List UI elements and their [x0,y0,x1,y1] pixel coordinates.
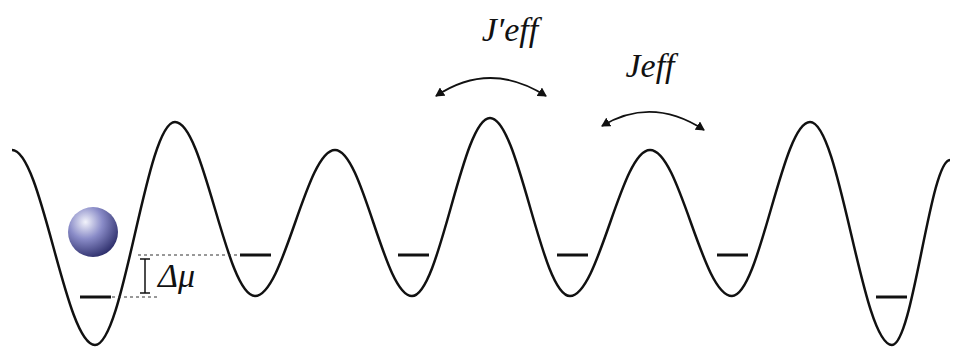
energy-levels [80,255,907,297]
guide-lines [112,255,238,297]
delta-bracket [140,259,150,293]
coupling-label: J′eff [482,13,539,47]
tunneling-arrow [602,112,704,130]
offset-label: Δμ [158,259,195,293]
tunneling-arrow [436,78,546,96]
potential-curve [12,118,950,345]
atom-ball [68,207,118,257]
coupling-label: Jeff [625,49,674,83]
